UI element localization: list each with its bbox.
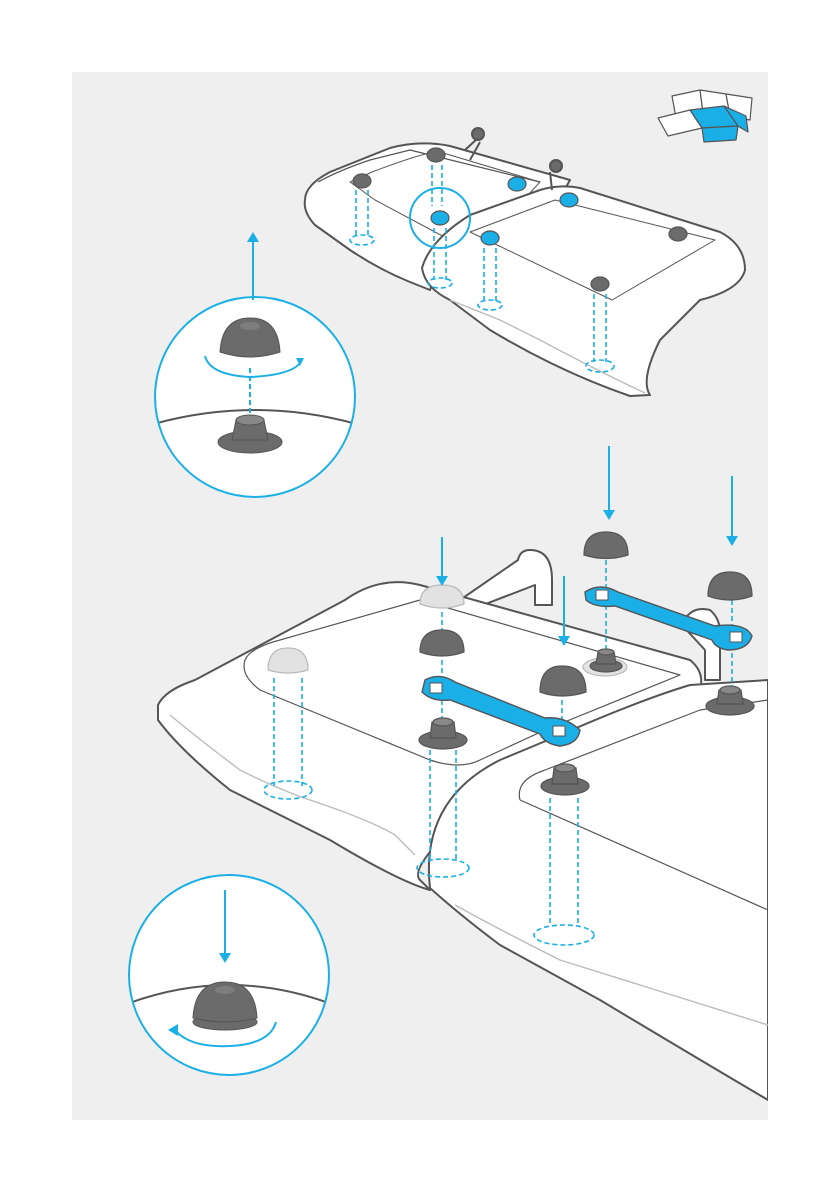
cap-icon [669, 227, 687, 241]
cap-icon [584, 532, 628, 559]
cap-icon [481, 231, 499, 245]
cap-icon [591, 277, 609, 291]
cap-icon [708, 572, 752, 600]
instruction-panel [72, 72, 768, 1120]
detail-remove-cap [150, 297, 360, 497]
cap-icon [508, 177, 526, 191]
cap-icon [420, 630, 464, 656]
top-seat-modules [305, 128, 745, 396]
detail-refit-cap [124, 875, 334, 1075]
cap-icon [431, 211, 449, 225]
cap-icon [560, 193, 578, 207]
arrow-up-icon [247, 232, 259, 300]
assembly-illustration [72, 72, 768, 1120]
cap-icon [427, 148, 445, 162]
sofa-modules-icon [658, 90, 752, 142]
cap-icon [353, 174, 371, 188]
